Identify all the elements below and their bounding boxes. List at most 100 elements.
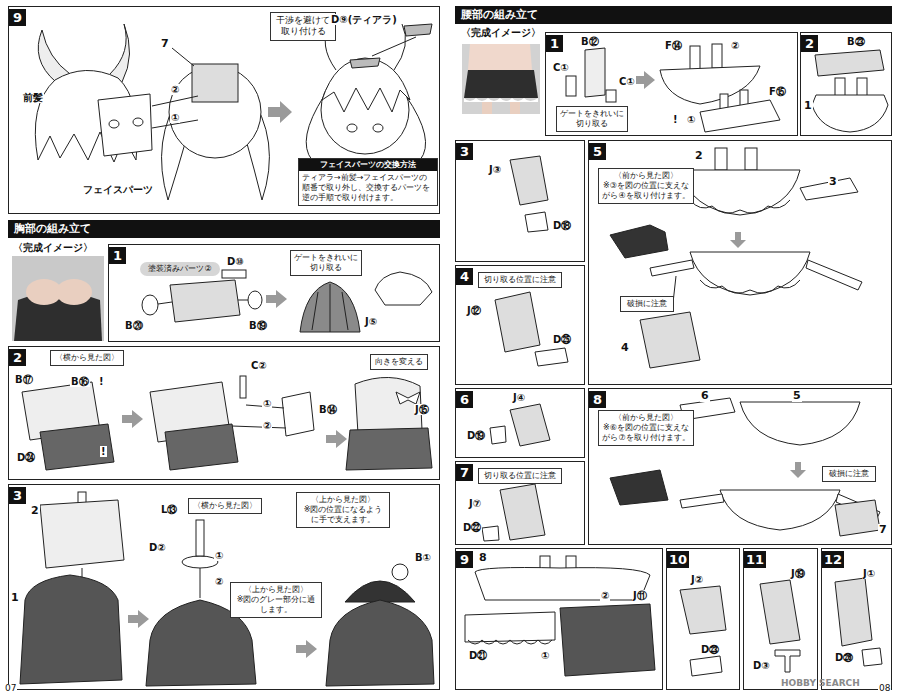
page-number: 07	[4, 684, 17, 694]
part-label: J①	[862, 568, 876, 579]
line-art	[812, 95, 888, 132]
callout-box: 向きを変える	[370, 354, 428, 370]
line-art	[110, 24, 130, 82]
line-art	[715, 148, 727, 170]
part-label: D㉖	[834, 652, 854, 663]
line-art	[392, 564, 408, 580]
line-art	[690, 656, 722, 676]
line-art	[312, 284, 348, 332]
part-label: J⑪	[632, 590, 648, 601]
callout-text: 向きを変える	[374, 357, 424, 367]
preview-photo	[12, 256, 104, 341]
part-label: D㉒	[462, 522, 482, 533]
step-number: 8	[589, 391, 606, 408]
part-label: F⑮	[768, 86, 787, 97]
line-art	[133, 118, 143, 126]
part-label: J⑮	[414, 404, 430, 415]
callout-box: 切り取る位置に注意	[478, 272, 562, 288]
part-label: F⑭	[664, 40, 683, 51]
part-label: D③	[752, 660, 771, 671]
line-art	[350, 58, 380, 68]
step-ref: 7	[160, 38, 170, 50]
part-label: B①	[414, 552, 432, 563]
line-art	[109, 120, 119, 128]
step-arrow	[268, 101, 292, 123]
step-number: 12	[822, 551, 844, 568]
line-art	[40, 500, 124, 568]
line-art	[355, 377, 422, 434]
step-ref: 6	[700, 390, 710, 402]
part-label: D⑱	[552, 220, 572, 231]
step-ref: 8	[478, 552, 488, 564]
step-panel: 9干渉を避けて 取り付けるフェイスパーツの交換方法ティアラ→前髪→フェイスパーツ…	[8, 6, 440, 214]
line-art	[346, 428, 432, 470]
line-art	[322, 58, 410, 112]
step-arrow	[122, 410, 143, 428]
part-label: D⑩	[226, 256, 245, 267]
callout-box: 〈横から見た図〉	[188, 498, 262, 514]
note-body: ※図のグレー部分に通します。	[234, 595, 318, 615]
line-art	[566, 76, 576, 96]
part-label: B⑭	[318, 404, 338, 415]
part-label: J⑤	[364, 316, 378, 327]
part-label: D㉑	[468, 650, 488, 661]
view-note: 〈前から見た図〉※⑥を図の位置に支えながら⑦を取り付けます。	[598, 410, 694, 446]
line-art	[196, 520, 204, 556]
step-number: 9	[456, 551, 473, 568]
line-art	[152, 96, 198, 106]
caution-mark: !	[672, 114, 679, 125]
part-label: D⑲	[466, 430, 486, 441]
line-art	[192, 64, 238, 102]
line-art	[745, 148, 757, 170]
caution-mark: !	[100, 446, 107, 457]
step-number: 11	[744, 551, 766, 568]
preview-photo	[482, 102, 492, 114]
part-label: フェイスパーツ	[82, 184, 154, 195]
step-panel: 2	[800, 32, 892, 136]
line-art	[238, 300, 248, 301]
line-art	[760, 580, 800, 644]
callout-text: 〈横から見た図〉	[54, 353, 120, 363]
line-art	[300, 282, 360, 332]
line-art	[345, 581, 415, 602]
line-art	[158, 302, 172, 304]
line-art	[775, 650, 800, 672]
callout-number: ②	[600, 590, 610, 601]
step-arrow	[790, 462, 806, 478]
line-art	[610, 225, 668, 258]
caution-mark: !	[98, 376, 105, 387]
step-number: 6	[456, 391, 473, 408]
step-number: 1	[109, 247, 126, 264]
note-body: ※図の位置になるように手で支えます。	[300, 505, 386, 525]
part-label: B⑫	[580, 36, 600, 47]
callout-text: 破損に注意	[624, 299, 670, 309]
line-art	[510, 156, 548, 205]
part-label: D㉕	[552, 334, 572, 345]
step-number: 7	[456, 464, 473, 481]
line-art	[495, 292, 540, 352]
note-heading: 〈前から見た図〉	[602, 413, 690, 423]
line-art	[396, 392, 420, 404]
note-body: ※③を図の位置に支えながら④を取り付けます。	[602, 181, 690, 201]
step-number: 2	[9, 349, 26, 366]
step-panel: 10	[666, 548, 740, 690]
line-art	[690, 200, 790, 213]
callout-text: 切り取る位置に注意	[482, 275, 558, 285]
callout-number: ②	[214, 576, 224, 587]
step-panel: 12	[821, 548, 892, 690]
line-art	[680, 586, 726, 634]
line-art	[404, 24, 432, 36]
step-panel: 1塗装済みパーツ②ゲートをきれいに切り取る	[108, 244, 440, 342]
callout-text: 〈横から見た図〉	[192, 501, 258, 511]
callout-box: ゲートをきれいに切り取る	[290, 250, 362, 276]
line-art	[490, 426, 506, 444]
line-art	[700, 100, 780, 132]
line-art	[475, 568, 650, 601]
preview-photo	[510, 102, 520, 114]
line-art	[650, 260, 694, 276]
part-label: B⑳	[124, 320, 144, 331]
step-panel: 3	[455, 140, 585, 262]
